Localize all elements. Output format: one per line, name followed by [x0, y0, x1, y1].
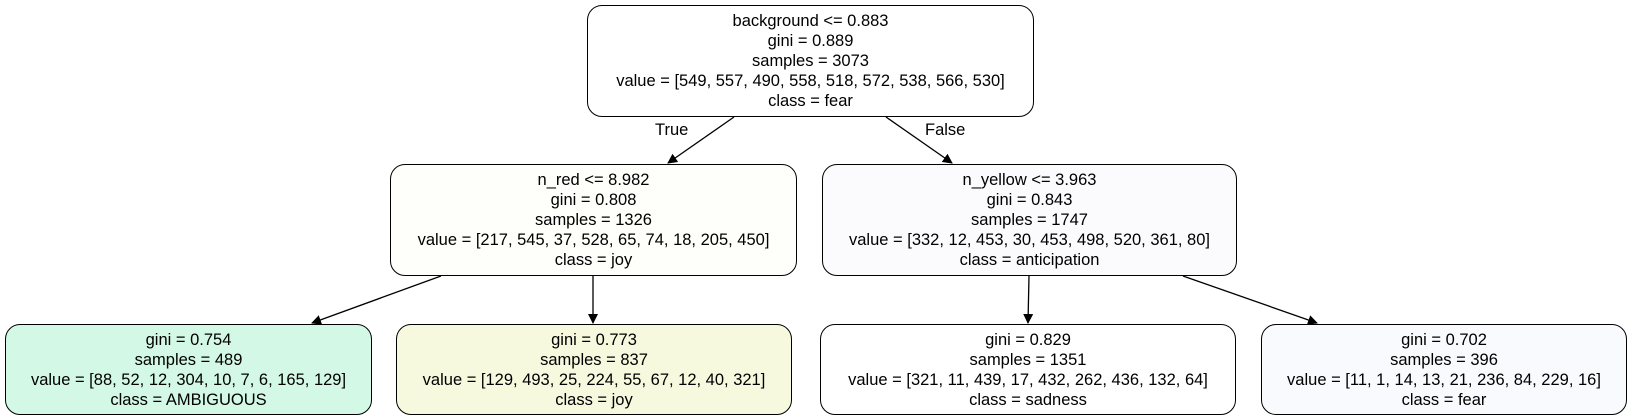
node-samples: samples = 837 — [540, 350, 648, 369]
node-split: n_red <= 8.982 — [537, 171, 650, 189]
node-value: value = [217, 545, 37, 528, 65, 74, 18, … — [417, 231, 770, 249]
node-value: value = [11, 1, 14, 13, 21, 236, 84, 229… — [1287, 370, 1601, 389]
edge-right-leaf-3 — [1023, 275, 1034, 324]
node-gini: gini = 0.702 — [1401, 330, 1487, 349]
tree-node-left: n_red <= 8.982 gini = 0.808 samples = 13… — [390, 164, 797, 276]
node-class: class = fear — [768, 92, 853, 110]
node-value: value = [88, 52, 12, 304, 10, 7, 6, 165,… — [30, 370, 347, 389]
edge-right-leaf-4 — [1182, 275, 1318, 325]
node-gini: gini = 0.889 — [767, 32, 854, 50]
node-gini: gini = 0.808 — [550, 191, 637, 209]
edge-label-true: True — [655, 121, 689, 139]
tree-leaf-3: gini = 0.829 samples = 1351 value = [321… — [820, 324, 1236, 415]
tree-leaf-1: gini = 0.754 samples = 489 value = [88, … — [5, 324, 372, 415]
node-samples: samples = 1351 — [969, 350, 1087, 369]
node-class: class = joy — [554, 251, 633, 269]
node-samples: samples = 1326 — [535, 211, 652, 229]
tree-leaf-2: gini = 0.773 samples = 837 value = [129,… — [396, 324, 792, 415]
node-split: n_yellow <= 3.963 — [962, 171, 1097, 189]
node-class: class = fear — [1401, 390, 1487, 409]
node-value: value = [332, 12, 453, 30, 453, 498, 520… — [848, 231, 1210, 249]
node-value: value = [549, 557, 490, 558, 518, 572, 5… — [616, 72, 1005, 90]
node-gini: gini = 0.754 — [145, 330, 232, 349]
node-class: class = joy — [555, 390, 633, 409]
node-samples: samples = 3073 — [752, 52, 869, 70]
node-samples: samples = 489 — [134, 350, 243, 369]
node-samples: samples = 1747 — [971, 211, 1088, 229]
edge-root-right — [885, 116, 953, 164]
node-value: value = [129, 493, 25, 224, 55, 67, 12, … — [422, 370, 766, 389]
node-gini: gini = 0.773 — [551, 330, 637, 349]
node-gini: gini = 0.829 — [985, 330, 1071, 349]
edge-left-leaf-1 — [311, 275, 442, 325]
node-class: class = anticipation — [959, 251, 1100, 269]
node-value: value = [321, 11, 439, 17, 432, 262, 436… — [848, 370, 1208, 389]
tree-node-right: n_yellow <= 3.963 gini = 0.843 samples =… — [822, 164, 1237, 276]
node-gini: gini = 0.843 — [986, 191, 1073, 209]
edge-label-false: False — [925, 121, 966, 139]
node-class: class = sadness — [969, 390, 1087, 409]
node-split: background <= 0.883 — [732, 12, 889, 30]
tree-leaf-4: gini = 0.702 samples = 396 value = [11, … — [1261, 324, 1627, 415]
node-class: class = AMBIGUOUS — [110, 390, 267, 409]
tree-node-root: background <= 0.883 gini = 0.889 samples… — [587, 5, 1034, 117]
edge-root-left — [667, 116, 735, 164]
node-samples: samples = 396 — [1390, 350, 1498, 369]
